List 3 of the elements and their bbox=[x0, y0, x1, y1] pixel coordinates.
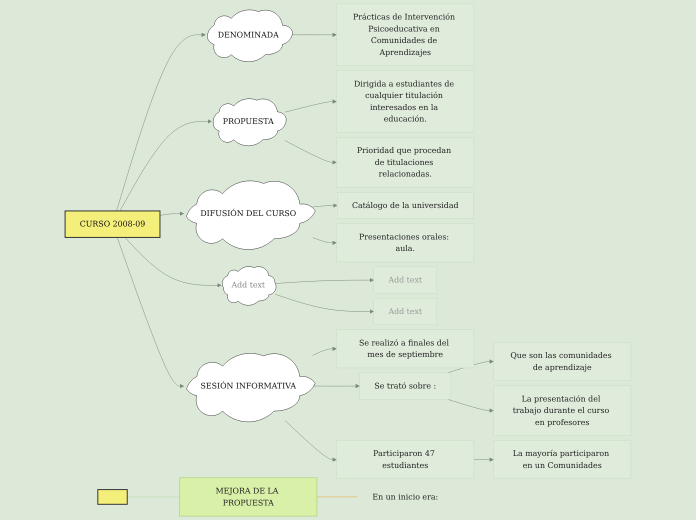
connector bbox=[316, 496, 358, 498]
node-box bbox=[97, 489, 128, 505]
connector bbox=[127, 496, 180, 498]
